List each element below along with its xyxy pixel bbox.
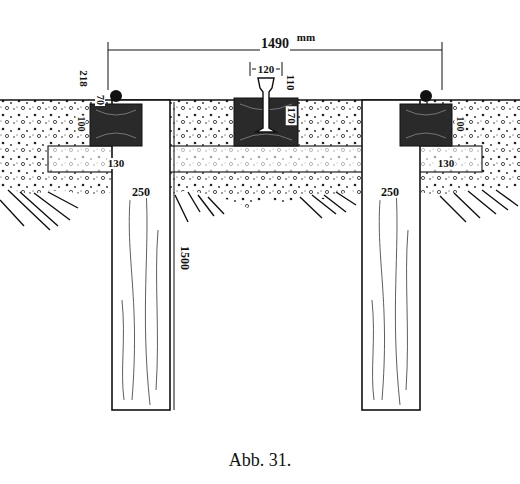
dimension-value: 218 — [78, 69, 89, 88]
dimension-value: 120 — [257, 64, 276, 75]
dimension-value: 70 — [95, 94, 105, 106]
unit-label: mm — [296, 32, 316, 43]
dimension-lines — [108, 42, 442, 410]
figure-caption: Abb. 31. — [229, 450, 292, 471]
dimension-value: 130 — [437, 158, 456, 169]
dimension-value: 130 — [107, 158, 126, 169]
longitudinal-timber — [400, 90, 452, 146]
dimension-value: 170 — [286, 106, 297, 125]
dimension-value: 110 — [286, 73, 297, 91]
dimension-value: 250 — [131, 186, 151, 198]
dimension-value: 100 — [75, 116, 85, 133]
dimension-value: 100 — [454, 116, 464, 133]
dimension-value: 250 — [380, 186, 400, 198]
dimension-value: 1490 — [260, 37, 290, 51]
longitudinal-timber — [90, 90, 142, 146]
dimension-value: 1500 — [179, 245, 191, 271]
soil-hatching — [0, 190, 518, 230]
